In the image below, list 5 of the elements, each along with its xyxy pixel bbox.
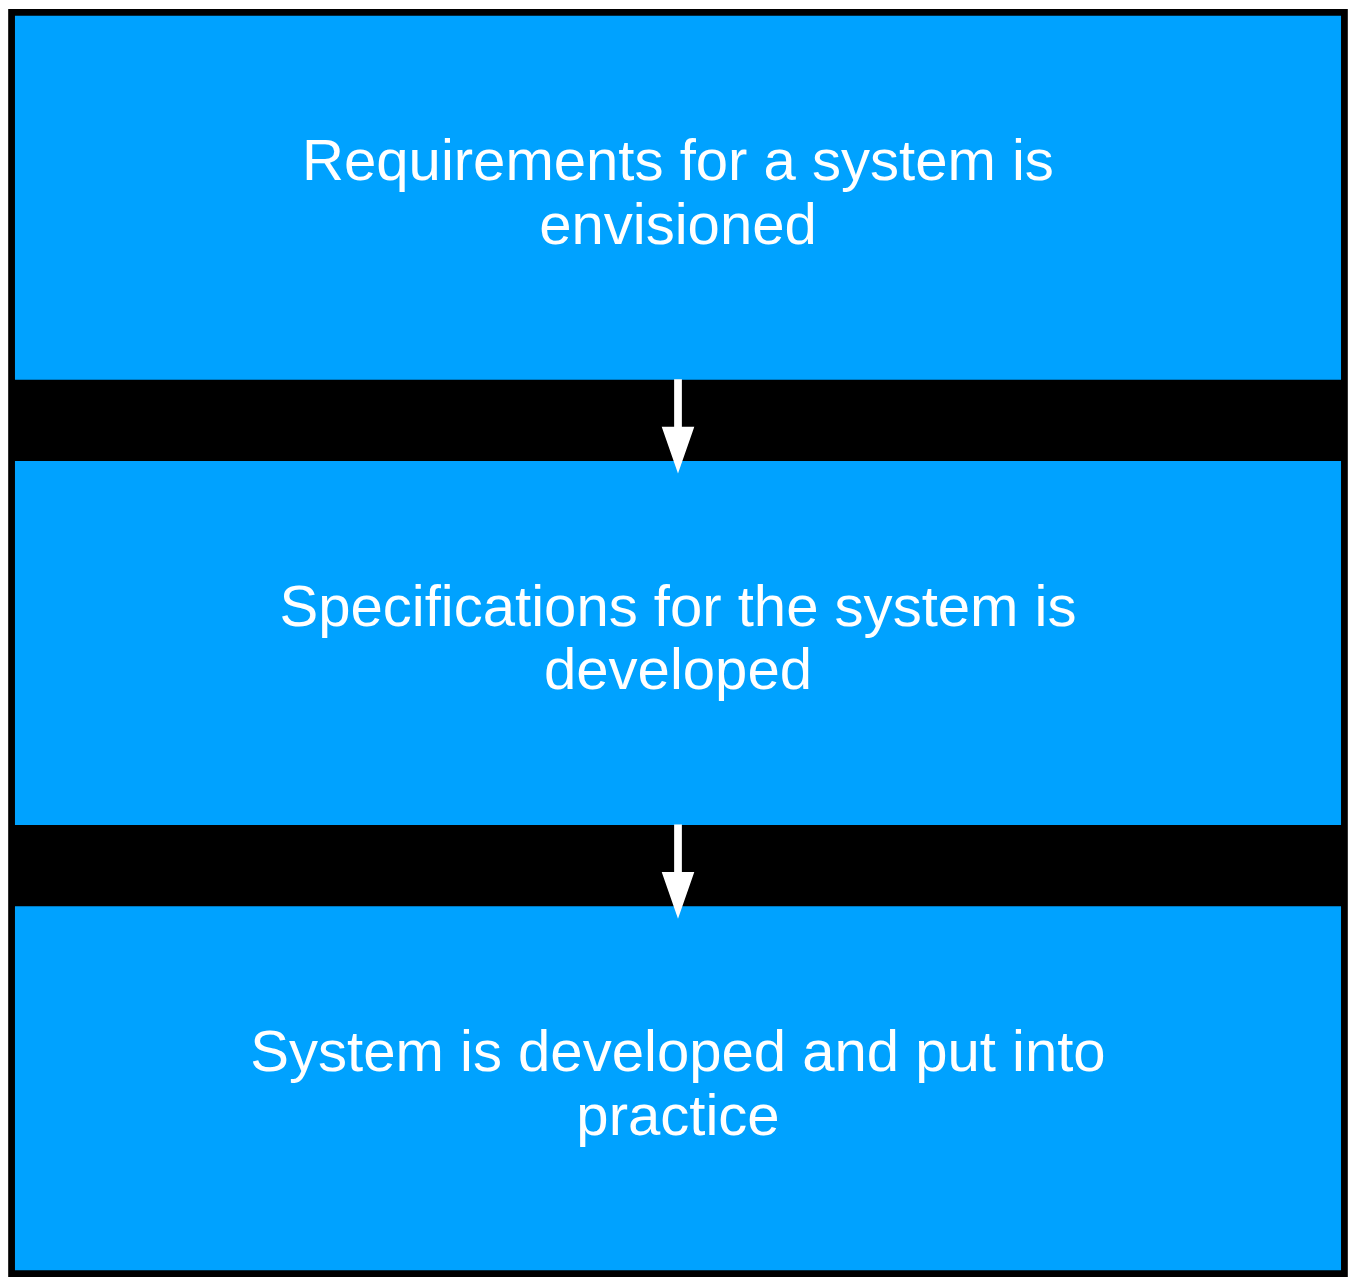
arrow: [661, 378, 695, 473]
node-box: Specifications for the system is developed: [14, 460, 1342, 825]
node-box: System is developed and put into practice: [14, 905, 1342, 1270]
arrow: [661, 823, 695, 919]
node-box: Requirements for a system is envisioned: [14, 15, 1342, 380]
